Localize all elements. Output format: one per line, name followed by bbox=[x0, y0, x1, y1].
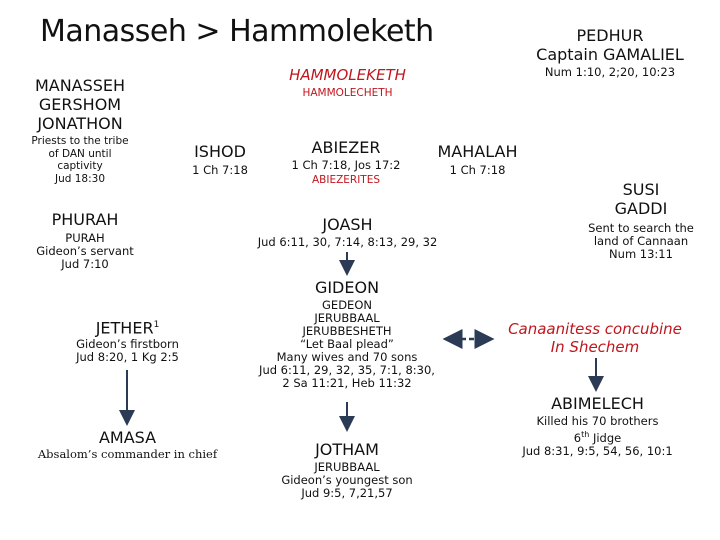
joash-node: JOASH Jud 6:11, 30, 7:14, 8:13, 29, 32 bbox=[250, 215, 445, 249]
manasseh-node: MANASSEH GERSHOM JONATHON Priests to the… bbox=[20, 76, 140, 185]
susi-note2: land of Cannaan bbox=[593, 234, 689, 248]
manasseh-note2: of DAN until bbox=[48, 147, 112, 160]
abimelech-l2sup: th bbox=[581, 430, 590, 439]
jotham-node: JOTHAM JERUBBAAL Gideon’s youngest son J… bbox=[267, 440, 427, 500]
hammoleketh-name: HAMMOLEKETH bbox=[289, 66, 406, 84]
manasseh-note3: captivity bbox=[57, 160, 103, 172]
amasa-node: AMASA Absalom’s commander in chief bbox=[30, 428, 225, 461]
gideon-l2: JERUBBAAL bbox=[314, 311, 380, 325]
jether-node: JETHER1 Gideon’s firstborn Jud 8:20, 1 K… bbox=[60, 316, 195, 364]
abiezer-name: ABIEZER bbox=[311, 138, 381, 157]
concubine-line2: In Shechem bbox=[550, 338, 640, 356]
jotham-l1: JERUBBAAL bbox=[314, 460, 380, 474]
amasa-line1: Absalom’s commander in chief bbox=[37, 447, 218, 461]
phurah-node: PHURAH PURAH Gideon’s servant Jud 7:10 bbox=[25, 210, 145, 271]
abiezer-ref: 1 Ch 7:18, Jos 17:2 bbox=[291, 158, 401, 172]
page-title: Manasseh > Hammoleketh bbox=[40, 14, 434, 49]
gideon-l4: “Let Baal plead” bbox=[300, 337, 394, 351]
jether-ref: Jud 8:20, 1 Kg 2:5 bbox=[76, 350, 179, 365]
susi-note1: Sent to search the bbox=[588, 221, 694, 235]
pedhur-node: PEDHUR Captain GAMALIEL Num 1:10, 2;20, … bbox=[520, 26, 700, 79]
pedhur-captain: Captain GAMALIEL bbox=[536, 45, 684, 64]
amasa-name: AMASA bbox=[98, 428, 157, 447]
phurah-line1: PURAH bbox=[65, 231, 105, 245]
abiezer-node: ABIEZER 1 Ch 7:18, Jos 17:2 ABIEZERITES bbox=[276, 138, 416, 187]
joash-name: JOASH bbox=[322, 215, 373, 234]
gideon-l7: 2 Sa 11:21, Heb 11:32 bbox=[282, 376, 412, 390]
jotham-ref: Jud 9:5, 7,21,57 bbox=[301, 486, 393, 500]
mahalah-node: MAHALAH 1 Ch 7:18 bbox=[425, 142, 530, 177]
gideon-l3: JERUBBESHETH bbox=[302, 324, 392, 338]
susi-line2: GADDI bbox=[614, 199, 668, 218]
abiezer-sub: ABIEZERITES bbox=[311, 174, 381, 186]
ishod-ref: 1 Ch 7:18 bbox=[192, 163, 248, 177]
abimelech-l2a: 6 bbox=[573, 430, 582, 445]
manasseh-note1: Priests to the tribe bbox=[31, 135, 129, 147]
abimelech-l2b: Jidge bbox=[589, 430, 622, 445]
abimelech-ref: Jud 8:31, 9:5, 54, 56, 10:1 bbox=[522, 443, 673, 458]
susi-node: SUSI GADDI Sent to search the land of Ca… bbox=[576, 180, 706, 261]
manasseh-ref: Jud 18:30 bbox=[54, 172, 105, 185]
gideon-name: GIDEON bbox=[314, 278, 380, 297]
susi-ref: Num 13:11 bbox=[609, 247, 673, 261]
gideon-l1: GEDEON bbox=[322, 298, 372, 312]
concubine-node: Canaanitess concubine In Shechem bbox=[495, 320, 695, 356]
manasseh-line1: MANASSEH bbox=[34, 76, 126, 95]
gideon-l5: Many wives and 70 sons bbox=[276, 350, 418, 364]
manasseh-line3: JONATHON bbox=[37, 114, 123, 133]
ishod-name: ISHOD bbox=[194, 142, 246, 161]
joash-ref: Jud 6:11, 30, 7:14, 8:13, 29, 32 bbox=[257, 235, 438, 249]
hammoleketh-alt: HAMMOLECHETH bbox=[302, 87, 393, 99]
abimelech-l1: Killed his 70 brothers bbox=[536, 414, 659, 428]
abimelech-name: ABIMELECH bbox=[551, 394, 644, 413]
mahalah-name: MAHALAH bbox=[437, 142, 518, 161]
phurah-line2: Gideon’s servant bbox=[36, 244, 134, 258]
phurah-name: PHURAH bbox=[51, 210, 119, 229]
jotham-l2: Gideon’s youngest son bbox=[281, 473, 413, 487]
pedhur-name: PEDHUR bbox=[576, 26, 644, 45]
mahalah-ref: 1 Ch 7:18 bbox=[449, 163, 506, 177]
jether-sup: 1 bbox=[153, 320, 160, 330]
pedhur-ref: Num 1:10, 2;20, 10:23 bbox=[544, 65, 676, 79]
jether-name: JETHER bbox=[95, 318, 154, 338]
jether-line1: Gideon’s firstborn bbox=[76, 337, 179, 352]
ishod-node: ISHOD 1 Ch 7:18 bbox=[180, 142, 260, 177]
hammoleketh-node: HAMMOLEKETH HAMMOLECHETH bbox=[250, 66, 445, 100]
gideon-l6: Jud 6:11, 29, 32, 35, 7:1, 8:30, bbox=[259, 363, 435, 377]
abimelech-node: ABIMELECH Killed his 70 brothers 6th Jid… bbox=[515, 394, 680, 458]
jotham-name: JOTHAM bbox=[315, 440, 379, 459]
gideon-node: GIDEON GEDEON JERUBBAAL JERUBBESHETH “Le… bbox=[247, 278, 447, 390]
manasseh-line2: GERSHOM bbox=[38, 95, 122, 114]
concubine-line1: Canaanitess concubine bbox=[508, 320, 682, 338]
phurah-ref: Jud 7:10 bbox=[61, 257, 109, 271]
susi-line1: SUSI bbox=[622, 180, 660, 199]
